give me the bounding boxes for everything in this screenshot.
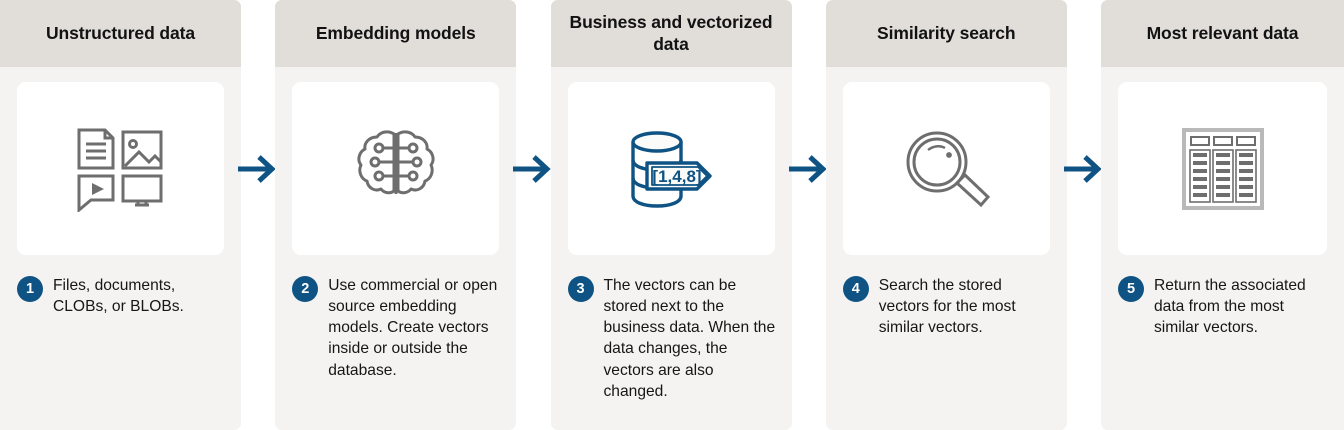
arrow-4-to-5 (1063, 152, 1104, 186)
arrow-2-to-3 (513, 152, 553, 186)
step-5-number-badge: 5 (1118, 276, 1144, 302)
step-1-number-badge: 1 (17, 276, 43, 302)
step-3-title: Business and vectorized data (569, 11, 773, 54)
step-5-header: Most relevant data (1101, 0, 1344, 67)
connector-gap-3 (788, 0, 829, 430)
step-1-caption: 1 Files, documents, CLOBs, or BLOBs. (0, 255, 241, 317)
step-4-header: Similarity search (825, 0, 1067, 67)
step-2-caption-text: Use commercial or open source embedding … (328, 277, 498, 379)
step-4-caption: 4 Search the stored vectors for the most… (826, 255, 1067, 338)
connector-gap-2 (513, 0, 553, 430)
step-2-caption: 2 Use commercial or open source embeddin… (275, 255, 516, 381)
ai-brain-circuit-icon (346, 123, 446, 215)
step-3-number-badge: 3 (567, 276, 594, 302)
step-2-icon-card (292, 82, 500, 255)
step-column-3: Business and vectorized data [1,4,8] (550, 0, 792, 430)
step-column-4: Similarity search 4 Search the stored ve… (825, 0, 1067, 430)
arrow-1-to-2 (238, 152, 278, 186)
step-1-caption-text: Files, documents, CLOBs, or BLOBs. (53, 277, 184, 316)
magnifying-glass-icon (896, 123, 996, 215)
step-2-header: Embedding models (275, 0, 517, 67)
step-4-number-badge: 4 (842, 276, 869, 302)
step-3-caption: 3 The vectors can be stored next to the … (551, 255, 792, 402)
step-5-caption-text: Return the associated data from the most… (1154, 277, 1306, 337)
step-2-number-badge: 2 (292, 276, 319, 302)
step-3-icon-card: [1,4,8] (567, 82, 775, 255)
vector-value-label: [1,4,8] (652, 167, 701, 186)
connector-gap-1 (238, 0, 278, 430)
step-column-2: Embedding models (275, 0, 517, 430)
step-3-caption-text: The vectors can be stored next to the bu… (603, 277, 776, 400)
step-5-title: Most relevant data (1146, 22, 1299, 43)
arrow-3-to-4 (788, 152, 829, 186)
step-1-header: Unstructured data (0, 0, 241, 67)
documents-media-grid-icon (71, 123, 171, 215)
step-1-title: Unstructured data (45, 22, 195, 43)
step-column-1: Unstructured data (0, 0, 241, 430)
step-4-icon-card (842, 82, 1050, 255)
step-5-icon-card (1118, 82, 1327, 255)
connector-gap-4 (1063, 0, 1104, 430)
database-vector-icon: [1,4,8] (621, 123, 721, 215)
step-4-title: Similarity search (877, 22, 1016, 43)
step-2-title: Embedding models (315, 22, 476, 43)
step-5-caption: 5 Return the associated data from the mo… (1101, 255, 1344, 338)
step-column-5: Most relevant data (1101, 0, 1344, 430)
step-1-icon-card (17, 82, 224, 255)
step-3-header: Business and vectorized data (550, 0, 792, 67)
table-grid-icon (1173, 123, 1273, 215)
step-4-caption-text: Search the stored vectors for the most s… (878, 277, 1016, 337)
